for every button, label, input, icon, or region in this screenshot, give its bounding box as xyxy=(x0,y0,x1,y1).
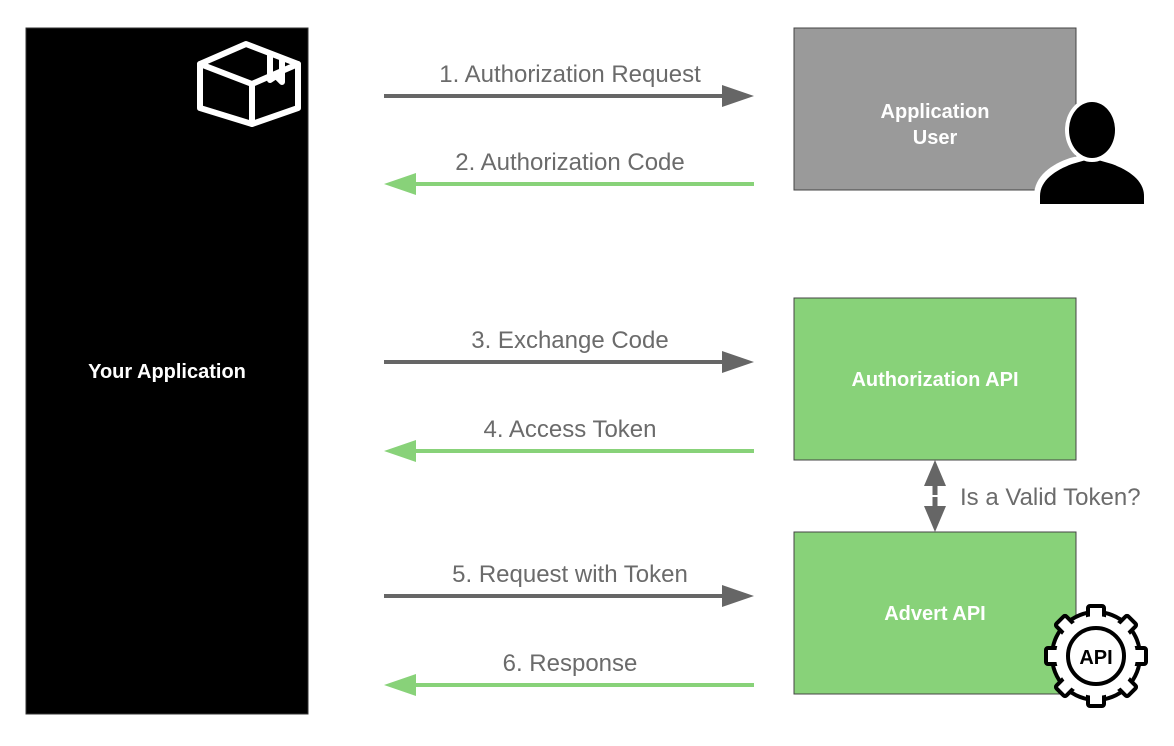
advert-api-label: Advert API xyxy=(884,603,986,625)
arrow-2-authorization-code: 2. Authorization Code xyxy=(384,149,754,195)
advert-api-box: Advert API API xyxy=(793,531,1148,708)
package-icon xyxy=(197,41,301,127)
your-application-label: Your Application xyxy=(88,361,246,383)
arrow-1-label: 1. Authorization Request xyxy=(439,61,701,88)
your-application-box: Your Application xyxy=(25,27,309,715)
authorization-api-box: Authorization API xyxy=(793,297,1077,461)
arrow-1-authorization-request: 1. Authorization Request xyxy=(384,61,754,107)
arrow-4-label: 4. Access Token xyxy=(484,416,657,443)
application-user-box: Application User xyxy=(793,27,1150,208)
validation-label: Is a Valid Token? xyxy=(960,484,1141,511)
arrow-5-label: 5. Request with Token xyxy=(452,561,688,588)
arrow-4-access-token: 4. Access Token xyxy=(384,416,754,462)
arrow-3-label: 3. Exchange Code xyxy=(471,327,668,354)
validation-double-arrow: Is a Valid Token? xyxy=(924,460,1141,532)
api-gear-icon: API xyxy=(1044,604,1148,708)
arrow-6-response: 6. Response xyxy=(384,650,754,696)
authorization-api-label: Authorization API xyxy=(851,369,1018,391)
api-gear-icon-text: API xyxy=(1079,647,1112,669)
application-user-label-line2: User xyxy=(913,127,958,149)
arrow-6-label: 6. Response xyxy=(503,650,638,677)
arrow-5-request-with-token: 5. Request with Token xyxy=(384,561,754,607)
user-icon xyxy=(1034,98,1150,208)
application-user-label-line1: Application xyxy=(881,101,990,123)
arrow-3-exchange-code: 3. Exchange Code xyxy=(384,327,754,373)
arrow-2-label: 2. Authorization Code xyxy=(455,149,685,176)
